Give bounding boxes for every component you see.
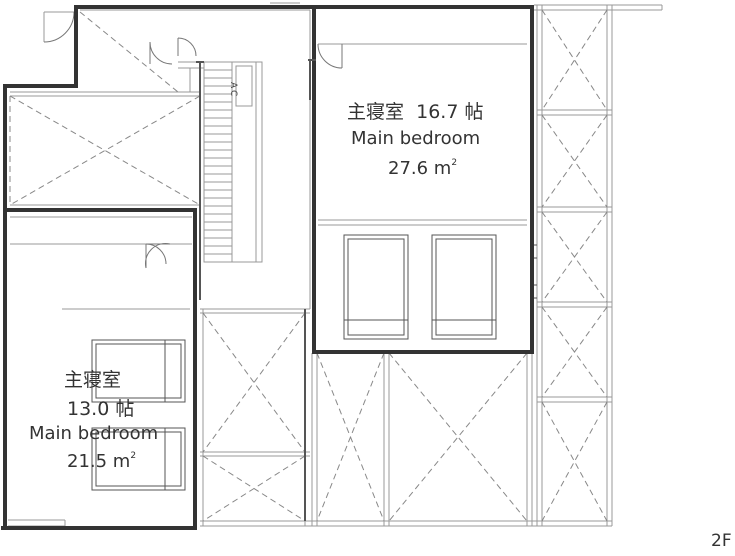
room-upper-name-en: Main bedroom xyxy=(351,128,481,149)
room-lower-name-jp: 主寝室 xyxy=(64,369,122,391)
ac-label: AC xyxy=(228,82,238,99)
room-upper-name-jp: 主寝室 16.7 帖 xyxy=(347,97,483,124)
room-lower-area-sup: 2 xyxy=(130,451,137,461)
room-upper-area-value: 27.6 m xyxy=(388,158,452,179)
room-upper-area: 27.6 m2 xyxy=(388,158,457,179)
floor-label: 2F xyxy=(711,531,732,551)
room-lower-area: 21.5 m2 xyxy=(67,451,136,472)
room-lower-tatami: 13.0 帖 xyxy=(67,398,135,420)
room-upper-area-sup: 2 xyxy=(451,158,458,168)
room-upper-tatami: 16.7 帖 xyxy=(416,101,484,123)
room-lower-area-value: 21.5 m xyxy=(67,451,131,472)
room-upper-name-jp-text: 主寝室 xyxy=(347,101,405,123)
room-lower-name-en: Main bedroom xyxy=(29,423,159,444)
